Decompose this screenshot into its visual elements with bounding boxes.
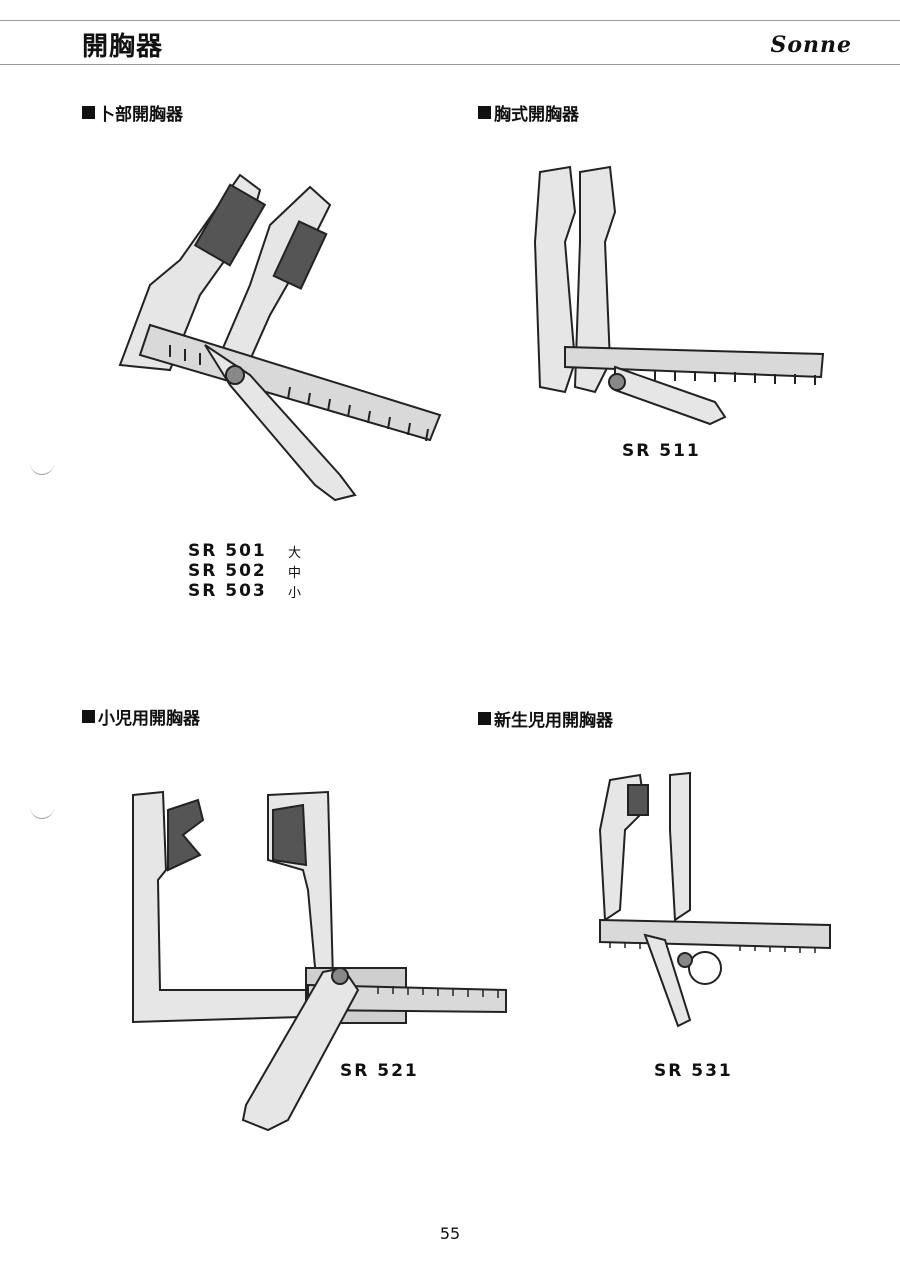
section-title-text: 胸式開胸器 [494,105,579,125]
product-code-sr511: SR 511 [622,441,701,461]
square-bullet-icon [478,712,491,725]
retractor-sr521-illustration [132,790,507,1132]
section-title-urabe: 卜部開胸器 [82,100,183,125]
code-row: SR 501 大 [188,541,301,561]
section-title-text: 新生児用開胸器 [494,711,613,731]
code-row: SR 503 小 [188,581,301,601]
sr501-code-list: SR 501 大 SR 502 中 SR 503 小 [188,541,301,601]
section-title-neonatal: 新生児用開胸器 [478,706,613,731]
section-title-chest: 胸式開胸器 [478,100,579,125]
page-number: 55 [439,1224,461,1243]
code-row: SR 502 中 [188,561,301,581]
binder-mark [30,462,54,475]
section-title-text: 卜部開胸器 [98,105,183,125]
size-label: 大 [288,545,302,561]
header-top-rule [0,20,900,21]
section-title-pediatric: 小児用開胸器 [82,704,200,729]
retractor-sr531-illustration [598,771,831,1028]
square-bullet-icon [82,710,95,723]
binder-mark [30,806,54,819]
square-bullet-icon [82,106,95,119]
product-code-sr521: SR 521 [340,1061,419,1081]
brand-logo: Sonne [770,32,852,58]
page-title: 開胸器 [82,32,164,62]
header-bottom-rule [0,64,900,65]
product-code: SR 503 [188,581,267,601]
square-bullet-icon [478,106,491,119]
product-code-sr531: SR 531 [654,1061,733,1081]
product-code: SR 501 [188,541,267,561]
size-label: 中 [288,565,302,581]
retractor-sr501-illustration [118,173,442,502]
size-label: 小 [288,585,302,601]
section-title-text: 小児用開胸器 [98,709,200,729]
retractor-sr511-illustration [533,165,825,426]
product-code: SR 502 [188,561,267,581]
